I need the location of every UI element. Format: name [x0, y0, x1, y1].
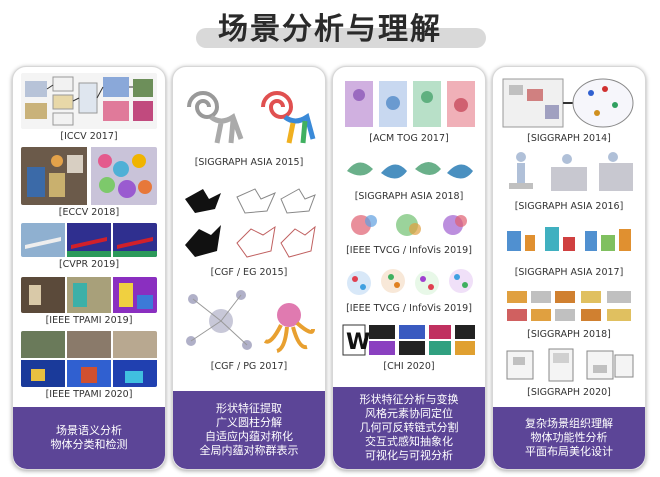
page-title: 场景分析与理解: [218, 12, 442, 47]
title-underline: [196, 28, 486, 48]
paper-caption: [IEEE TVCG / InfoVis 2019]: [346, 245, 472, 256]
paper-caption: [SIGGRAPH ASIA 2017]: [514, 267, 624, 278]
paper-figure: [501, 345, 637, 385]
summary-line: 风格元素协同定位: [365, 407, 453, 420]
summary-line: 交互式感知抽象化: [365, 435, 453, 448]
column-shape-analysis: [ACM TOG 2017] [SIGGRAPH ASIA 2018] [IEE…: [332, 66, 486, 470]
column-scene-semantics: [ICCV 2017] [ECCV 2018] [CVPR 201: [12, 66, 166, 470]
paper-figure: [21, 223, 157, 257]
summary-line: 几何可反转链式分割: [359, 421, 459, 434]
summary-line: 场景语义分析: [56, 424, 122, 437]
summary-line: 自适应内蕴对称化: [205, 430, 293, 443]
summary-line: 可视化与可视分析: [365, 449, 453, 462]
paper-figure: [181, 285, 317, 357]
summary-line: 平面布局美化设计: [525, 445, 613, 458]
paper-figure: [341, 263, 477, 301]
summary-line: 形状特征分析与变换: [359, 393, 459, 406]
column-summary: 场景语义分析 物体分类和检测: [13, 407, 165, 469]
summary-line: 物体分类和检测: [50, 438, 128, 451]
column-summary: 形状特征分析与变换 风格元素协同定位 几何可反转链式分割 交互式感知抽象化 可视…: [333, 387, 485, 469]
paper-figure: [181, 185, 317, 263]
column-scene-organization: [SIGGRAPH 2014] [SIGGRAPH ASIA 2016] [SI…: [492, 66, 646, 470]
paper-caption: [CHI 2020]: [383, 361, 435, 372]
svg-text:W: W: [346, 330, 370, 355]
paper-figure: [21, 277, 157, 313]
column-summary: 形状特征提取 广义圆柱分解 自适应内蕴对称化 全局内蕴对称群表示: [173, 391, 325, 469]
column-shape-features: [SIGGRAPH ASIA 2015] [CGF / EG 2015]: [172, 66, 326, 470]
summary-line: 广义圆柱分解: [216, 416, 282, 429]
paper-caption: [IEEE TVCG / InfoVis 2019]: [346, 303, 472, 314]
paper-caption: [ICCV 2017]: [60, 131, 118, 142]
paper-figure: [501, 283, 637, 327]
column-summary: 复杂场景组织理解 物体功能性分析 平面布局美化设计: [493, 407, 645, 469]
paper-caption: [IEEE TPAMI 2019]: [45, 315, 133, 326]
paper-figure: [181, 77, 317, 147]
paper-figure: [501, 147, 637, 199]
paper-caption: [SIGGRAPH ASIA 2016]: [514, 201, 624, 212]
summary-line: 全局内蕴对称群表示: [199, 444, 299, 457]
paper-caption: [CGF / EG 2015]: [210, 267, 288, 278]
paper-caption: [SIGGRAPH ASIA 2018]: [354, 191, 464, 202]
paper-figure: [21, 147, 157, 205]
title-area: 场景分析与理解: [0, 8, 660, 52]
paper-figure: [21, 73, 157, 129]
paper-figure: [501, 217, 637, 265]
summary-line: 复杂场景组织理解: [525, 417, 613, 430]
paper-caption: [CGF / PG 2017]: [210, 361, 288, 372]
paper-caption: [CVPR 2019]: [58, 259, 120, 270]
paper-figure: [341, 207, 477, 243]
paper-caption: [ACM TOG 2017]: [369, 133, 449, 144]
paper-caption: [SIGGRAPH 2014]: [527, 133, 611, 144]
summary-line: 物体功能性分析: [530, 431, 608, 444]
paper-figure: [501, 75, 637, 131]
paper-figure: [341, 75, 477, 131]
paper-figure: [21, 331, 157, 387]
paper-caption: [SIGGRAPH 2020]: [527, 387, 611, 398]
paper-caption: [SIGGRAPH 2018]: [527, 329, 611, 340]
paper-figure: [341, 151, 477, 189]
paper-caption: [IEEE TPAMI 2020]: [45, 389, 133, 400]
paper-caption: [SIGGRAPH ASIA 2015]: [194, 157, 304, 168]
paper-caption: [ECCV 2018]: [58, 207, 120, 218]
summary-line: 形状特征提取: [216, 402, 282, 415]
paper-figure: W: [341, 321, 477, 359]
